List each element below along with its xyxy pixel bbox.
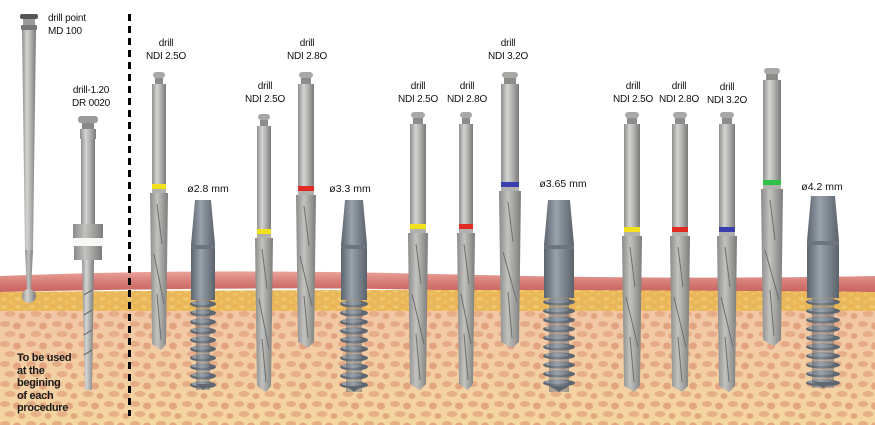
drill-point-label: drill point MD 100	[48, 13, 86, 37]
color-band	[410, 224, 426, 229]
color-band	[152, 184, 166, 189]
color-band	[624, 227, 640, 232]
tissue-layers	[0, 271, 875, 425]
intro-note: To be used at the begining of each proce…	[17, 352, 72, 414]
drill-NDI	[622, 112, 642, 392]
implant	[340, 200, 368, 392]
drill-NDI	[670, 112, 690, 392]
implant	[543, 200, 575, 392]
implant	[190, 200, 216, 390]
color-band	[719, 227, 735, 232]
color-band	[672, 227, 688, 232]
separator-dashed-line	[128, 14, 131, 416]
drill-NDI	[717, 112, 737, 392]
drill-NDI	[499, 72, 521, 348]
implant-diameter-label: ø4.2 mm	[801, 181, 843, 193]
instruments	[150, 68, 840, 392]
drill-NDI	[255, 114, 273, 392]
implant-diameter-label: ø2.8 mm	[187, 183, 229, 195]
color-band	[257, 229, 271, 234]
drill-NDI	[150, 72, 168, 350]
drill-NDI	[296, 72, 316, 348]
color-band	[298, 186, 314, 191]
drill-NDI	[761, 68, 783, 346]
drill-NDI	[408, 112, 428, 390]
drill-point-md100	[20, 14, 38, 303]
implant-diameter-label: ø3.65 mm	[539, 178, 587, 190]
color-band	[459, 224, 473, 229]
implant	[806, 196, 840, 388]
drill-1-20-label: drill-1.20 DR 0020	[71, 85, 111, 109]
color-band	[501, 182, 519, 187]
drill-1-20-dr0020	[73, 116, 103, 390]
implant-diameter-label: ø3.3 mm	[329, 183, 371, 195]
drill-NDI	[457, 112, 475, 390]
color-band	[763, 180, 781, 185]
